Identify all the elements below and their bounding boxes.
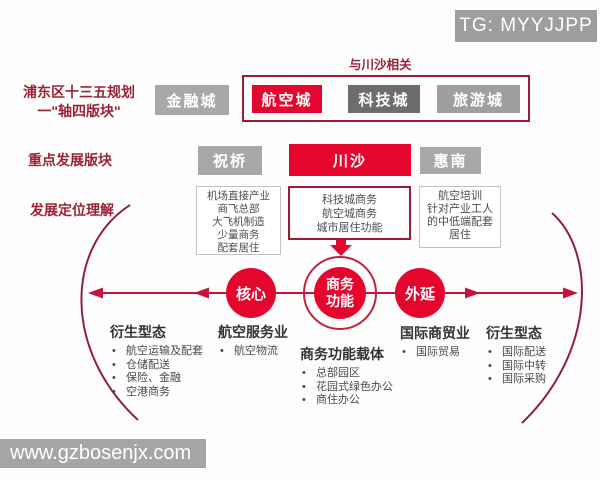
zhuqiao-box: 祝桥 bbox=[198, 146, 262, 175]
axis-arrowhead-mid-left bbox=[194, 287, 209, 299]
business-function-line2: 功能 bbox=[326, 293, 354, 309]
group-item: 国际采购 bbox=[486, 373, 546, 387]
business-function-ring bbox=[303, 256, 377, 330]
group-items: 国际贸易 bbox=[400, 346, 470, 360]
group-item: 花园式绿色办公 bbox=[300, 381, 393, 395]
desc-line: 科技城商务 bbox=[322, 194, 377, 206]
axis-arrowhead-mid-right bbox=[465, 287, 480, 299]
desc-line: 商飞总部 bbox=[217, 203, 260, 215]
group-item: 空港商务 bbox=[110, 386, 203, 400]
group-item: 航空物流 bbox=[218, 345, 288, 359]
derived-forms-right-group: 衍生型态 国际配送 国际中转 国际采购 bbox=[486, 323, 546, 387]
group-item: 国际配送 bbox=[486, 346, 546, 360]
down-arrow-head bbox=[330, 245, 352, 256]
desc-line: 少量商务 bbox=[217, 229, 260, 241]
extension-circle: 外延 bbox=[395, 268, 445, 318]
derived-forms-left-group: 衍生型态 航空运输及配套 仓储配送 保险、金融 空港商务 bbox=[110, 322, 203, 399]
group-item: 商住办公 bbox=[300, 394, 393, 408]
desc-line: 大飞机制造 bbox=[212, 216, 265, 228]
group-title: 商务功能载体 bbox=[300, 346, 384, 362]
website-watermark: www.gzbosenjx.com bbox=[0, 439, 206, 468]
desc-line: 城市居住功能 bbox=[316, 222, 383, 234]
desc-line: 航空培训 bbox=[438, 190, 482, 202]
desc-line: 航空城商务 bbox=[322, 208, 377, 220]
desc-line: 配套居住 bbox=[217, 242, 260, 254]
tourism-city-box: 旅游城 bbox=[437, 85, 520, 113]
axis-arrowhead-far-left bbox=[88, 287, 103, 299]
group-title: 航空服务业 bbox=[218, 324, 288, 340]
group-title: 衍生型态 bbox=[110, 324, 166, 340]
business-function-line1: 商务 bbox=[326, 276, 354, 292]
desc-line: 机场直接产业 bbox=[207, 190, 270, 202]
group-title: 国际商贸业 bbox=[400, 325, 470, 341]
huinan-box: 惠南 bbox=[420, 147, 481, 174]
group-item: 仓储配送 bbox=[110, 359, 203, 373]
aviation-services-group: 航空服务业 航空物流 bbox=[218, 322, 288, 359]
plan-title-label: 浦东区十三五规划 一"轴四版块" bbox=[8, 83, 150, 121]
positioning-label: 发展定位理解 bbox=[30, 202, 114, 218]
group-title: 衍生型态 bbox=[486, 325, 542, 341]
business-function-circle: 商务 功能 bbox=[314, 267, 366, 319]
group-items: 航空运输及配套 仓储配送 保险、金融 空港商务 bbox=[110, 345, 203, 399]
group-item: 国际中转 bbox=[486, 360, 546, 374]
desc-line: 的中低端配套 bbox=[427, 216, 493, 228]
group-items: 总部园区 花园式绿色办公 商住办公 bbox=[300, 367, 393, 408]
desc-line: 居住 bbox=[449, 229, 471, 241]
chuansha-desc-box: 科技城商务 航空城商务 城市居住功能 bbox=[288, 186, 411, 240]
desc-line: 针对产业工人 bbox=[427, 203, 493, 215]
tech-city-box: 科技城 bbox=[348, 85, 420, 113]
chuansha-box: 川沙 bbox=[289, 144, 411, 176]
right-ellipse-arc bbox=[521, 212, 583, 424]
huinan-desc-box: 航空培训 针对产业工人 的中低端配套 居住 bbox=[419, 186, 501, 248]
group-items: 国际配送 国际中转 国际采购 bbox=[486, 346, 546, 387]
core-circle: 核心 bbox=[226, 268, 276, 318]
business-carrier-group: 商务功能载体 总部园区 花园式绿色办公 商住办公 bbox=[300, 344, 393, 408]
tg-contact-badge: TG: MYYJJPP bbox=[455, 10, 597, 42]
zhuqiao-desc-box: 机场直接产业 商飞总部 大飞机制造 少量商务 配套居住 bbox=[196, 186, 281, 255]
group-items: 航空物流 bbox=[218, 345, 288, 359]
key-blocks-label: 重点发展版块 bbox=[28, 152, 112, 168]
group-item: 总部园区 bbox=[300, 367, 393, 381]
group-item: 国际贸易 bbox=[400, 346, 470, 360]
axis-arrowhead-far-right bbox=[563, 287, 578, 299]
finance-city-box: 金融城 bbox=[155, 85, 229, 115]
chuansha-related-frame bbox=[242, 75, 530, 122]
group-item: 保险、金融 bbox=[110, 372, 203, 386]
aviation-city-box: 航空城 bbox=[252, 85, 322, 113]
plan-title-line2: 一"轴四版块" bbox=[37, 103, 121, 119]
plan-title-line1: 浦东区十三五规划 bbox=[23, 84, 135, 100]
intl-trade-group: 国际商贸业 国际贸易 bbox=[400, 323, 470, 360]
related-to-chuansha-label: 与川沙相关 bbox=[349, 58, 412, 72]
group-item: 航空运输及配套 bbox=[110, 345, 203, 359]
